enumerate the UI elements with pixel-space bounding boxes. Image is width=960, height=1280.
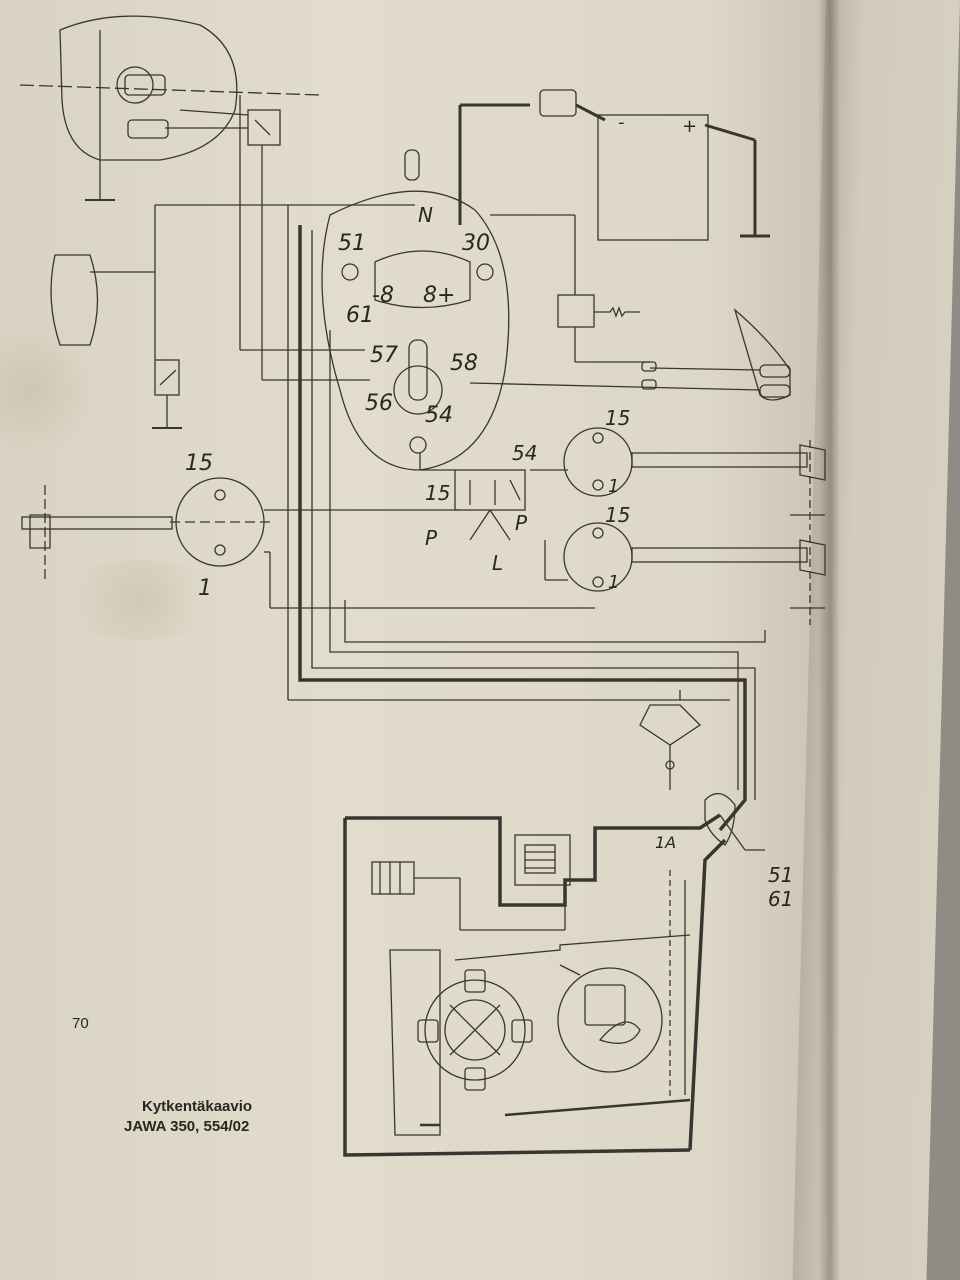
battery [458,89,770,241]
label-54: 54 [425,403,453,428]
caption-model: JAWA 350, 554/02 [124,1118,250,1135]
generator-connector [704,793,765,851]
label-switch-15: 15 [425,481,450,505]
label-51: 51 [338,231,366,256]
horn-relay [490,214,650,363]
label-gen-1a: 1A [655,833,676,852]
label-right-bottom-1: 1 [608,572,619,593]
label-57: 57 [370,343,398,368]
left-handlebar-switch [21,477,595,609]
label-56: 56 [365,391,393,416]
right-handlebar-switch-bottom [544,522,826,625]
label-gen-61: 61 [768,887,793,911]
diagram-caption: Kytkentäkaavio JAWA 350, 554/02 [124,1097,252,1137]
main-harness [239,95,766,832]
label-58: 58 [450,351,478,376]
label-30: 30 [462,231,490,256]
label-gauge-plus: 8+ [423,283,455,308]
label-switch-p2: P [425,526,438,550]
label-right-bottom-15: 15 [605,503,630,527]
label-left-15: 15 [185,451,213,476]
ignition-switch [419,453,526,541]
rear-lamp [469,308,791,401]
terminal-labels: N 51 30 -8 8+ 61 57 58 56 54 54 15 P P L… [185,112,793,911]
generator-regulator [343,813,727,1157]
headlamp-switch [165,109,281,146]
headlamp [19,15,321,201]
label-right-top-15: 15 [605,406,630,430]
label-switch-p1: P [515,511,528,535]
page-number: 70 [72,1015,89,1032]
dash-panel [321,149,510,471]
label-switch-54: 54 [512,441,537,465]
label-gen-51: 51 [768,863,793,887]
label-battery-minus: - [618,112,625,133]
brake-switch [152,359,182,429]
label-switch-l: L [492,551,503,575]
label-61: 61 [346,303,374,328]
caption-title: Kytkentäkaavio [142,1098,253,1115]
label-left-1: 1 [198,576,212,601]
page-gutter [818,0,840,1280]
right-handlebar-switch-top [530,427,826,530]
left-page [0,0,838,1280]
neutral-sender [639,690,702,790]
label-right-top-1: 1 [608,476,619,497]
label-n: N [418,203,433,227]
tail-lamp [50,204,415,360]
label-battery-plus: + [682,116,697,137]
paper-stain [60,560,220,640]
label-gauge-minus: -8 [372,283,394,308]
